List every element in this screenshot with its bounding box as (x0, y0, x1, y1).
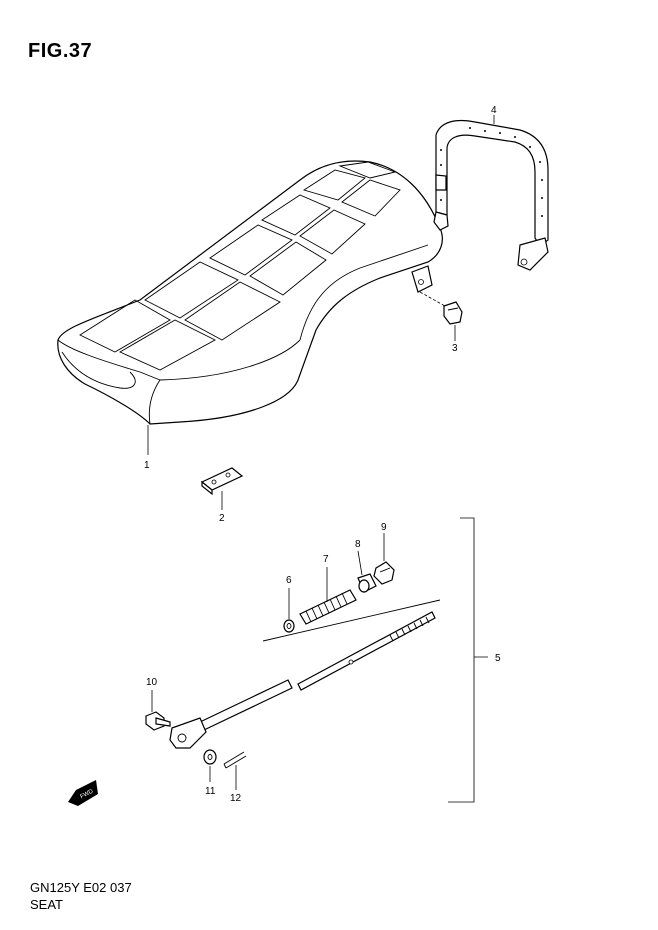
callout-labels: 1 2 3 4 5 6 7 8 9 10 11 12 (144, 105, 501, 804)
callout-4: 4 (491, 105, 497, 116)
callout-12: 12 (230, 793, 242, 804)
lock-cable-assembly[interactable] (145, 561, 441, 769)
assembly-bracket-line (448, 517, 488, 803)
callout-10: 10 (146, 677, 158, 688)
callout-5: 5 (495, 653, 501, 664)
callout-7: 7 (323, 554, 329, 565)
callout-2: 2 (219, 513, 225, 524)
callout-11: 11 (205, 786, 216, 797)
leader-lines (147, 115, 495, 790)
bracket-part[interactable] (200, 467, 244, 496)
callout-9: 9 (381, 522, 387, 533)
callout-8: 8 (355, 539, 361, 550)
model-code: GN125Y E02 037 (30, 880, 132, 895)
callout-1: 1 (144, 460, 150, 471)
grab-handle-part[interactable] (433, 119, 549, 271)
callout-3: 3 (452, 343, 458, 354)
section-name: SEAT (30, 897, 63, 912)
bolt-part[interactable] (419, 291, 463, 325)
seat-part[interactable] (57, 160, 443, 425)
fwd-arrow-icon: FWD (68, 780, 98, 806)
figure-title: FIG.37 (28, 40, 93, 62)
callout-6: 6 (286, 575, 292, 586)
